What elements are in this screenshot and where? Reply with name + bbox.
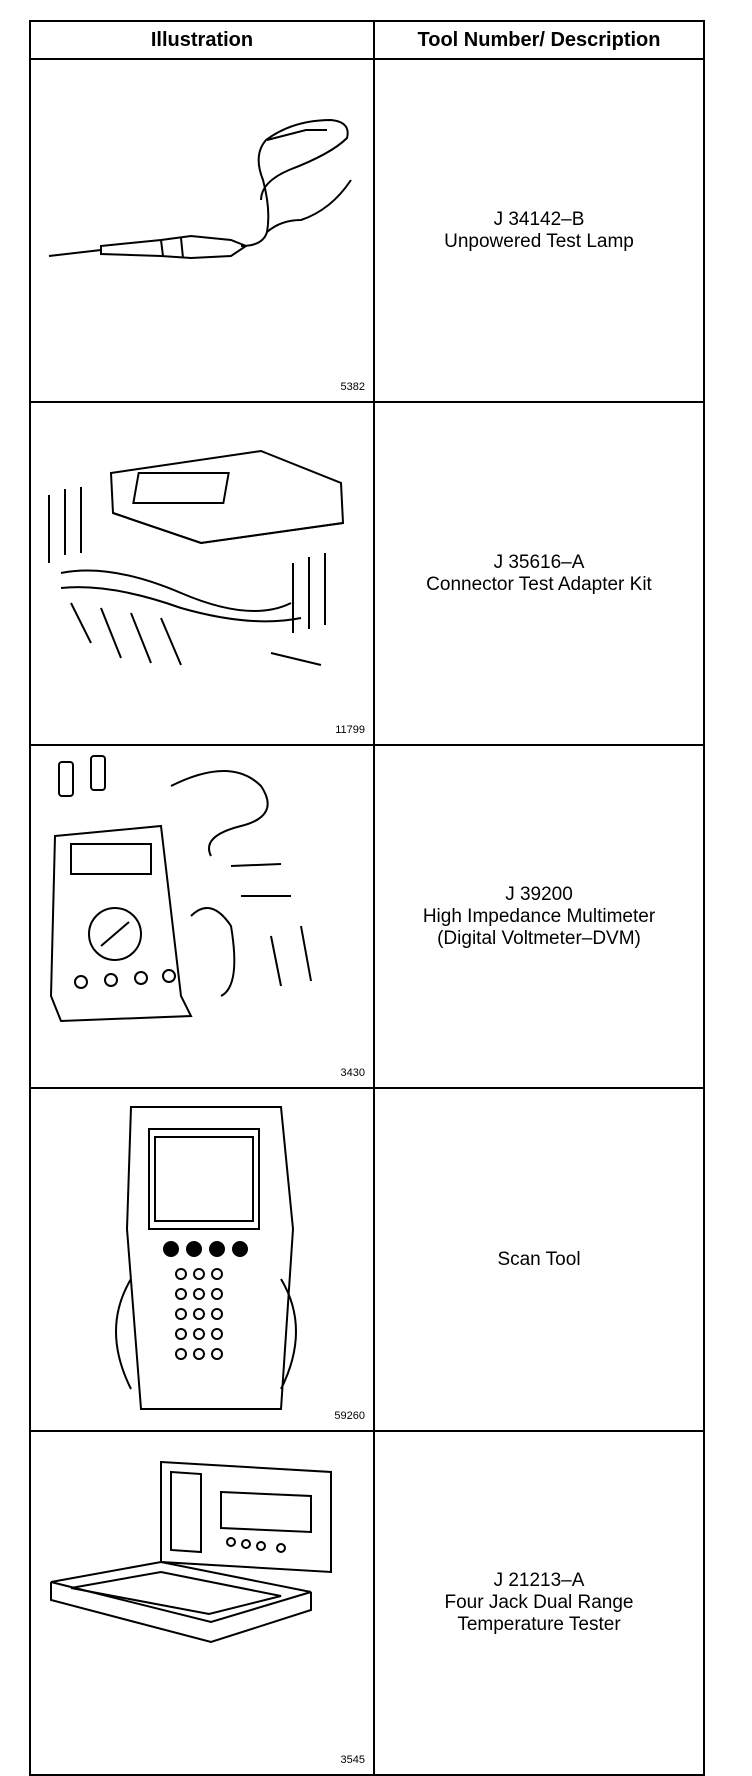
figure-number: 59260 <box>334 1410 365 1422</box>
connector-kit-illustration <box>48 449 345 666</box>
scan-tool-illustration <box>115 1106 297 1410</box>
table-row: 11799 J 35616–A Connector Test Adapter K… <box>31 403 703 746</box>
illustration-cell: 11799 <box>31 403 375 744</box>
test-lamp-illustration <box>48 118 352 260</box>
tool-description: Scan Tool <box>497 1248 581 1270</box>
illustration-cell: 3430 <box>31 746 375 1087</box>
tool-description: Connector Test Adapter Kit <box>426 573 652 595</box>
illustration-cell: 3545 <box>31 1432 375 1774</box>
description-cell: Scan Tool <box>375 1089 703 1430</box>
illustration-cell: 5382 <box>31 60 375 401</box>
description-cell: J 39200 High Impedance Multimeter (Digit… <box>375 746 703 1087</box>
figure-number: 3545 <box>340 1754 365 1766</box>
tool-number: J 21213–A <box>493 1570 585 1591</box>
tool-number: J 35616–A <box>493 551 585 573</box>
tool-description: Four Jack Dual Range <box>444 1592 634 1613</box>
table-row: 3430 J 39200 High Impedance Multimeter (… <box>31 746 703 1089</box>
tool-number: J 34142–B <box>493 208 585 230</box>
figure-number: 11799 <box>335 724 365 736</box>
description-cell: J 34142–B Unpowered Test Lamp <box>375 60 703 401</box>
header-tool-description: Tool Number/ Description <box>417 28 661 51</box>
table-row: 5382 J 34142–B Unpowered Test Lamp <box>31 60 703 403</box>
tool-description-line2: Temperature Tester <box>457 1614 621 1635</box>
figure-number: 5382 <box>340 381 365 393</box>
description-cell: J 21213–A Four Jack Dual Range Temperatu… <box>375 1432 703 1774</box>
temperature-tester-illustration <box>50 1460 332 1644</box>
tool-description-line2: (Digital Voltmeter–DVM) <box>437 927 641 949</box>
table-row: 59260 Scan Tool <box>31 1089 703 1432</box>
tool-number: J 39200 <box>505 883 573 905</box>
tool-description: Unpowered Test Lamp <box>444 230 634 252</box>
table-row: 3545 J 21213–A Four Jack Dual Range Temp… <box>31 1432 703 1774</box>
tool-table: Illustration Tool Number/ Description 53… <box>29 20 705 1776</box>
multimeter-illustration <box>49 755 312 1023</box>
description-cell: J 35616–A Connector Test Adapter Kit <box>375 403 703 744</box>
illustration-cell: 59260 <box>31 1089 375 1430</box>
figure-number: 3430 <box>340 1067 365 1079</box>
tool-description: High Impedance Multimeter <box>422 905 656 927</box>
header-illustration: Illustration <box>31 22 375 58</box>
table-header: Illustration Tool Number/ Description <box>31 22 703 60</box>
